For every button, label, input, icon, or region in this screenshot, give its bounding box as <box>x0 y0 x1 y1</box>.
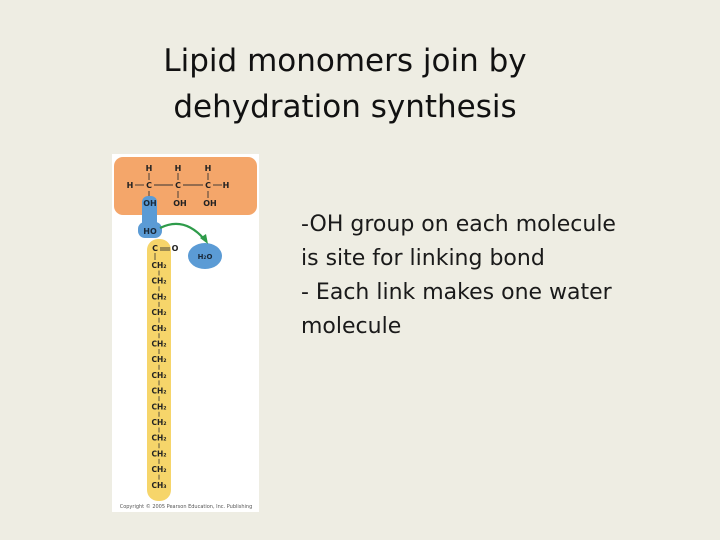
glycerol-c-2: C <box>175 181 181 190</box>
water-molecule <box>188 243 222 269</box>
copyright-text: Copyright © 2005 Pearson Education, Inc.… <box>120 503 253 510</box>
chain-unit-ch2: CH₂ <box>151 387 166 396</box>
body-text: -OH group on each molecule is site for l… <box>301 208 701 344</box>
chain-unit-ch2: CH₂ <box>151 434 166 443</box>
chain-unit-ch2: CH₂ <box>151 418 166 427</box>
chain-unit-ch3: CH₃ <box>151 481 166 490</box>
chain-unit-ch2: CH₂ <box>151 261 166 270</box>
glycerol-h-top-3: H <box>205 164 212 173</box>
glycerol-c-3: C <box>205 181 211 190</box>
chain-unit-ch2: CH₂ <box>151 371 166 380</box>
arrow-head <box>200 234 208 244</box>
water-label: H₂O <box>198 253 213 261</box>
ho-pill <box>138 222 162 238</box>
ho-label: HO <box>143 227 157 236</box>
chain-unit-ch2: CH₂ <box>151 449 166 458</box>
glycerol-oh-2: OH <box>173 199 187 208</box>
chain-units: CH₂ CH₂ CH₂ CH₂ CH₂ CH₂ CH₂ CH₂ CH₂ CH₂ CH₂ CH₂ CH₂ C… <box>151 253 167 490</box>
arrow-shaft <box>159 222 205 240</box>
chain-unit-ch2: CH₂ <box>151 292 166 301</box>
glycerol-oh-1: OH <box>143 199 157 208</box>
slide-title: Lipid monomers join by dehydration synth… <box>100 38 590 130</box>
carboxyl-c: C <box>152 244 158 253</box>
chain-unit-ch2: CH₂ <box>151 465 166 474</box>
chain-unit-ch2: CH₂ <box>151 308 166 317</box>
glycerol-h-left: H <box>127 181 134 190</box>
glycerol-h-top-2: H <box>175 164 182 173</box>
chain-unit-ch2: CH₂ <box>151 277 166 286</box>
fatty-acid-diagram: H H H H C C C H OH OH <box>112 154 259 512</box>
chain-unit-ch2: CH₂ <box>151 402 166 411</box>
fatty-acid-chain <box>147 239 171 501</box>
title-line-1: Lipid monomers join by <box>163 43 527 79</box>
glycerol-h-top-1: H <box>146 164 153 173</box>
chain-unit-ch2: CH₂ <box>151 324 166 333</box>
chain-unit-ch2: CH₂ <box>151 355 166 364</box>
diagram-svg: H H H H C C C H OH OH <box>114 157 257 510</box>
body-line-4: molecule <box>301 314 402 339</box>
chain-unit-ch2: CH₂ <box>151 340 166 349</box>
glycerol-h-right: H <box>223 181 230 190</box>
glycerol-oh-3: OH <box>203 199 217 208</box>
body-line-1: -OH group on each molecule <box>301 212 616 237</box>
body-line-3: - Each link makes one water <box>301 280 612 305</box>
carboxyl-o: O <box>172 244 179 253</box>
body-line-2: is site for linking bond <box>301 246 545 271</box>
title-line-2: dehydration synthesis <box>173 89 517 125</box>
glycerol-c-1: C <box>146 181 152 190</box>
